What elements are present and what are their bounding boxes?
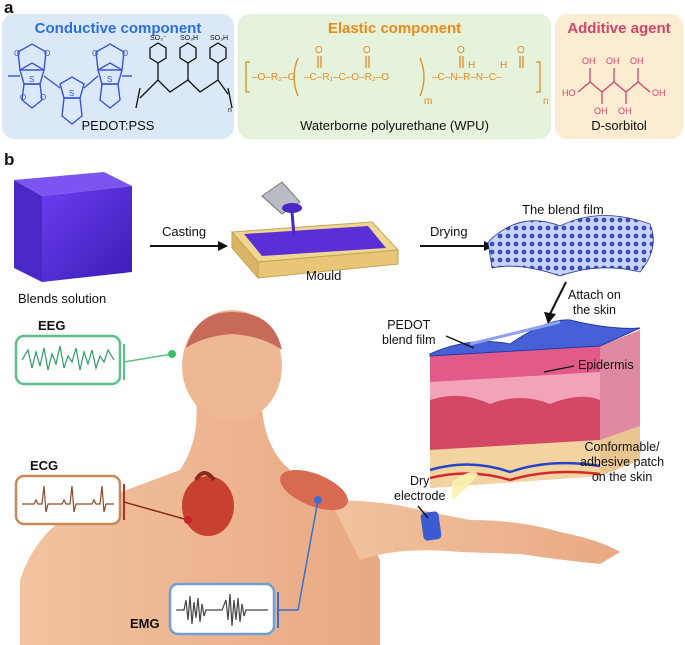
conformable-line-2: adhesive patch — [580, 455, 665, 469]
skin-cross-section — [429, 319, 641, 488]
svg-text:–C–N–R–N–C–: –C–N–R–N–C– — [432, 72, 502, 83]
pedot-blend-film-label: PEDOT blend film — [382, 318, 436, 348]
emg-label: EMG — [130, 616, 160, 631]
epidermis-label: Epidermis — [578, 358, 634, 372]
ecg-signal-box — [14, 474, 122, 526]
human-figure — [20, 310, 620, 645]
dry-electrode-label: Dry electrode — [394, 474, 445, 504]
elastic-component-box: Elastic component Waterborne polyurethan… — [238, 14, 551, 139]
svg-text:O: O — [122, 49, 128, 58]
emg-waveform — [176, 593, 268, 627]
panel-a-letter: a — [4, 0, 14, 17]
svg-text:O: O — [457, 45, 465, 56]
pedot-structure-icon — [8, 43, 132, 125]
svg-text:O: O — [20, 93, 26, 102]
svg-text:OH: OH — [606, 56, 620, 66]
svg-text:OH: OH — [618, 106, 632, 116]
svg-text:HO: HO — [562, 88, 576, 98]
wpu-structure-icon — [245, 56, 541, 97]
svg-text:SO₃⁻: SO₃⁻ — [150, 35, 167, 42]
blends-solution-label: Blends solution — [18, 291, 107, 306]
casting-label: Casting — [162, 224, 207, 239]
panel-b-letter: b — [4, 150, 15, 169]
svg-text:OH: OH — [630, 56, 644, 66]
svg-text:O: O — [363, 45, 371, 56]
d-sorbitol-structure-icon — [577, 68, 651, 104]
attach-arrow — [549, 281, 567, 315]
additive-agent-title: Additive agent — [567, 20, 671, 37]
mould-tray — [230, 221, 400, 280]
attach-line-1: Attach on — [568, 288, 621, 302]
svg-text:O: O — [40, 93, 46, 102]
pss-structure-icon — [135, 42, 233, 109]
dry-electrode-glow — [452, 472, 478, 500]
svg-text:OH: OH — [594, 106, 608, 116]
svg-text:O: O — [44, 49, 50, 58]
svg-text:H: H — [500, 60, 507, 71]
conformable-patch-label: Conformable/ adhesive patch on the skin — [580, 440, 664, 485]
attach-label: Attach on the skin — [568, 288, 621, 318]
additive-agent-box: Additive agent D-sorbitol — [555, 14, 683, 139]
pedot-pointer — [445, 335, 475, 349]
ecg-label: ECG — [30, 458, 59, 473]
blend-film-label: The blend film — [522, 202, 604, 217]
svg-text:O: O — [315, 45, 323, 56]
svg-text:O: O — [14, 49, 20, 58]
svg-text:SO₃H: SO₃H — [210, 35, 228, 42]
pedot-line-2: blend film — [382, 333, 436, 347]
beaker-icon — [261, 181, 302, 237]
attach-line-2: the skin — [572, 303, 616, 317]
dry-line-2: electrode — [394, 489, 446, 503]
svg-text:OH: OH — [652, 88, 666, 98]
pedot-line-1: PEDOT — [387, 318, 431, 332]
eeg-signal-box — [14, 334, 122, 386]
svg-text:S: S — [69, 89, 74, 98]
svg-text:O: O — [517, 45, 525, 56]
eeg-label: EEG — [38, 318, 66, 333]
mould-label: Mould — [306, 268, 342, 283]
conductive-component-title: Conductive component — [34, 20, 202, 37]
ecg-waveform — [22, 485, 114, 513]
conductive-component-box: Conductive component PEDOT:PSS — [2, 14, 234, 139]
svg-text:–O–R₂–O: –O–R₂–O — [252, 72, 296, 83]
svg-text:SO₃H: SO₃H — [180, 35, 198, 42]
svg-text:H: H — [468, 60, 475, 71]
epidermis-pointer — [543, 365, 575, 373]
drying-label: Drying — [430, 224, 468, 239]
blends-solution-cube — [14, 172, 132, 282]
conformable-line-1: Conformable/ — [584, 440, 660, 454]
svg-text:n: n — [228, 107, 232, 114]
svg-text:O: O — [92, 49, 98, 58]
wpu-label: Waterborne polyurethane (WPU) — [300, 118, 489, 133]
pedot-pss-label: PEDOT:PSS — [81, 118, 155, 133]
svg-text:S: S — [107, 75, 112, 84]
svg-text:–C–R₁–C–O–R₂–O: –C–R₁–C–O–R₂–O — [304, 72, 389, 83]
dry-electrode-pointer — [417, 505, 429, 519]
eeg-waveform — [21, 345, 115, 371]
dry-line-1: Dry — [409, 474, 430, 488]
svg-text:S: S — [29, 75, 34, 84]
d-sorbitol-label: D-sorbitol — [591, 118, 647, 133]
blend-film-sheet — [487, 215, 654, 277]
svg-text:m: m — [424, 96, 432, 107]
svg-text:n: n — [543, 96, 549, 107]
svg-text:OH: OH — [582, 56, 596, 66]
elastic-component-title: Elastic component — [327, 20, 462, 37]
conformable-line-3: on the skin — [591, 470, 653, 484]
